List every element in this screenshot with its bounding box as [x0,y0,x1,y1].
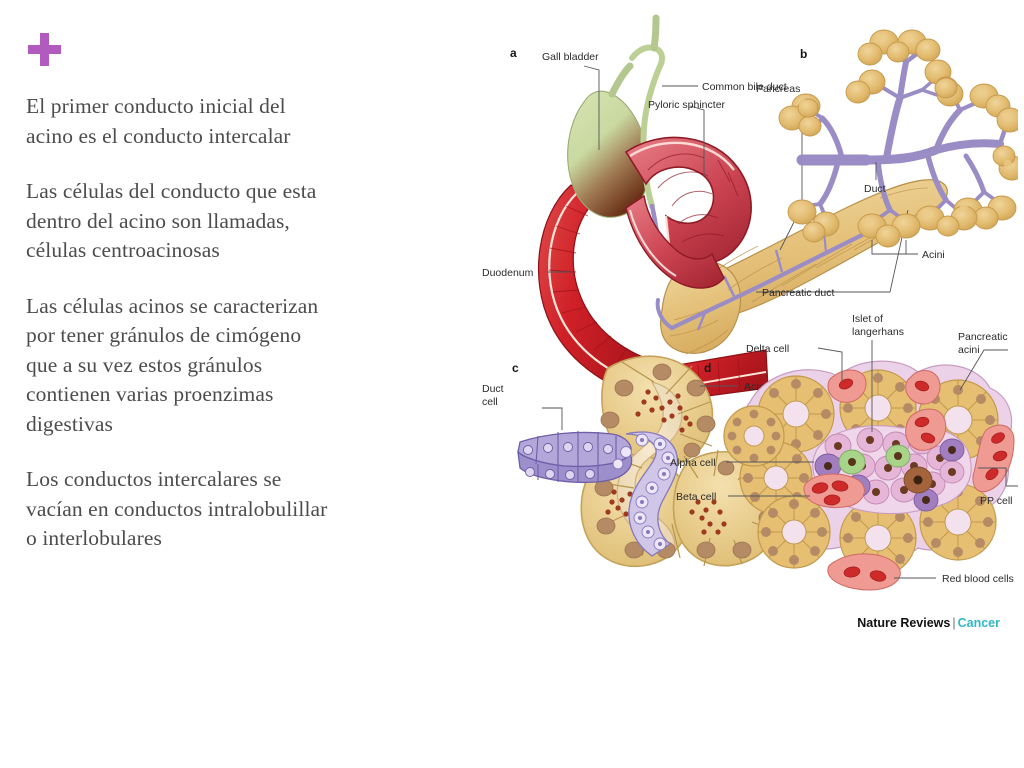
plus-icon [26,30,66,70]
journal-name: Nature Reviews [857,616,951,630]
pancreas-figure: a [466,10,1018,630]
label-alpha-cell: Alpha cell [670,457,716,469]
hepatic-duct [650,14,660,52]
label-delta-cell: Delta cell [746,343,789,355]
panel-c-illustration: c [482,355,792,567]
label-gall-bladder: Gall bladder [542,51,599,63]
panel-d-leaders [726,340,1018,579]
panel-d-illustration: d [670,313,1018,591]
acini-highlights [794,34,1012,226]
journal-credit: Nature Reviews|Cancer [857,616,1000,630]
acinus-rosette-8 [723,405,785,467]
islet-core [803,425,972,515]
label-pancreas: Pancreas [756,83,800,95]
journal-separator: | [952,616,956,630]
paragraph-3: Las células acinos se caracterizan por t… [26,293,319,436]
acini-clusters [778,29,1018,248]
label-acini: Acini [922,249,945,261]
label-duct-cell-line1: Duct [482,383,504,395]
paragraph-2: Las células del conducto que esta dentro… [26,179,317,262]
label-duodenum: Duodenum [482,267,534,279]
pancreatic-duct-branch-2 [774,249,784,273]
stomach-wall-flap [625,194,725,289]
paragraph-4: Los conductos intercalares se vacían en … [26,467,328,550]
delta-cells [838,444,911,475]
paragraph-1: El primer conducto inicial del acino es … [26,94,291,148]
label-pyloric-sphincter: Pyloric sphincter [648,99,726,111]
label-common-bile-duct: Common bile duct [702,81,787,93]
centroacinar-cells [612,431,679,557]
pancreatic-duct-branch-1 [722,275,736,297]
label-pp-cell: PP cell [980,495,1013,507]
label-islet-line2: langerhans [852,326,904,338]
cystic-duct [608,62,634,98]
plus-icon-vertical-bar [40,33,49,66]
panel-letter-b: b [800,47,807,61]
acinus-rosette-5 [757,495,831,569]
panel-b-illustration: b [778,29,1018,261]
label-duct: Duct [864,183,886,195]
pancreatic-duct-branch-4 [696,309,708,331]
label-pancreatic-duct: Pancreatic duct [762,287,834,299]
panel-letter-a: a [510,46,517,60]
duct-cells [517,431,633,484]
panel-letter-c: c [512,361,519,375]
pancreatic-duct-main [669,223,883,331]
label-islet-line1: Islet of [852,313,883,325]
panel-c-leaders [542,385,738,430]
label-pancreatic-acini-line2: acini [958,344,980,356]
label-beta-cell: Beta cell [676,491,716,503]
slide-text-column: El primer conducto inicial del acino es … [26,30,456,554]
label-duct-cell-line2: cell [482,396,498,408]
panel-letter-d: d [704,361,711,375]
label-red-blood-cells: Red blood cells [942,573,1014,585]
journal-mark: Cancer [957,616,1000,630]
pancreas-figure-svg: a [482,14,1018,591]
zymogen-granules [605,389,727,535]
label-pancreatic-acini-line1: Pancreatic [958,331,1008,343]
panel-b-leaders [871,162,918,255]
islet-capillary [803,473,865,509]
stomach-flap-highlight [629,209,677,277]
pancreatic-duct-ampulla [655,298,674,330]
stomach-serosa-highlight [629,141,735,171]
pp-cells [903,466,933,494]
blood-vessels [827,369,1015,591]
